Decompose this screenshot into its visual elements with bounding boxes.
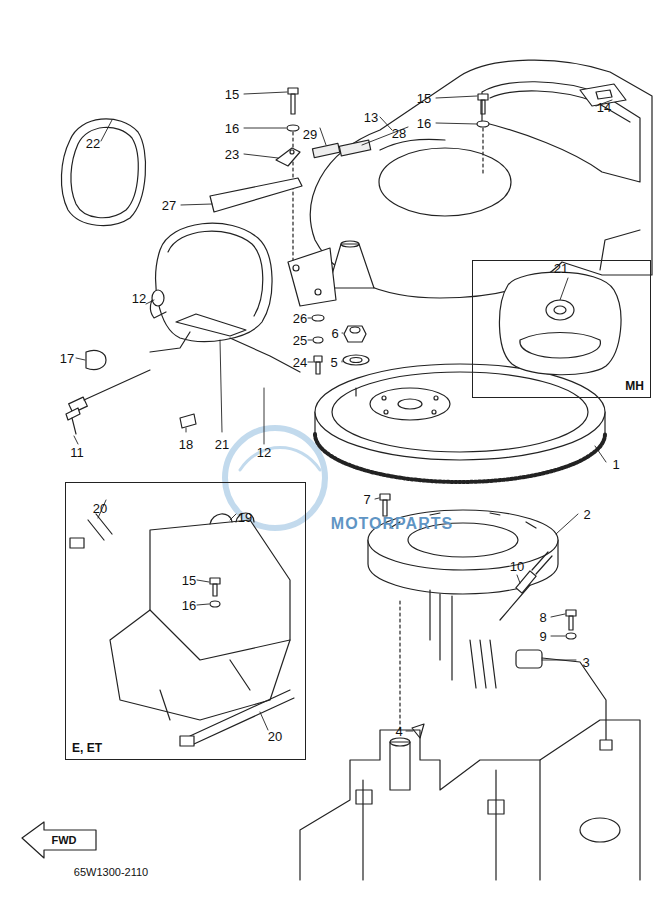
inset-label: MH: [625, 379, 644, 393]
leader-lines: [74, 92, 612, 731]
bracket-19: [70, 513, 294, 746]
callout-number: 24: [292, 355, 308, 370]
key-4: [412, 724, 424, 738]
callout-number: 7: [362, 492, 371, 507]
callout-number: 29: [302, 127, 318, 142]
callout-number: 8: [538, 610, 547, 625]
callout-number: 16: [224, 121, 240, 136]
callout-number: 25: [292, 333, 308, 348]
callout-number: 12: [131, 291, 147, 306]
callout-number: 12: [256, 445, 272, 460]
callout-number: 19: [237, 510, 253, 525]
callout-number: 20: [267, 729, 283, 744]
callout-number: 15: [416, 91, 432, 106]
clip-23: [210, 148, 302, 212]
flywheel-1: [315, 364, 605, 482]
callout-number: 13: [363, 110, 379, 125]
flywheel-cover: [288, 60, 652, 306]
callout-number: 6: [330, 326, 339, 341]
watermark-text: MOTORPARTS: [330, 516, 454, 531]
callout-number: 4: [394, 724, 403, 739]
fwd-text: FWD: [50, 833, 77, 848]
callout-number: 18: [178, 437, 194, 452]
callout-number: 11: [69, 445, 85, 460]
callout-number: 17: [59, 351, 75, 366]
callout-number: 16: [181, 598, 197, 613]
fwd-arrow: [22, 822, 96, 858]
inset-frame: E, ET: [65, 482, 306, 760]
callout-number: 15: [181, 573, 197, 588]
fasteners: [312, 315, 369, 374]
callout-number: 15: [224, 87, 240, 102]
figure-code: 65W1300-2110: [73, 865, 149, 880]
callout-number: 1: [611, 457, 620, 472]
watermark-logo: [225, 428, 325, 528]
small-parts: [66, 350, 196, 434]
callout-number: 28: [391, 126, 407, 141]
callout-number: 16: [416, 116, 432, 131]
inset-frame: MH: [472, 260, 651, 398]
callout-number: 3: [581, 655, 590, 670]
leads: [470, 552, 612, 750]
callout-number: 21: [214, 437, 230, 452]
inset-label: E, ET: [72, 741, 102, 755]
callout-number: 2: [582, 507, 591, 522]
silencer-21: [150, 223, 300, 372]
callout-number: 20: [92, 501, 108, 516]
mh-silencer: [499, 272, 621, 375]
callout-number: 23: [224, 147, 240, 162]
bolts: [287, 88, 489, 260]
callout-number: 26: [292, 311, 308, 326]
bolt-7: [380, 494, 390, 516]
callout-number: 22: [85, 136, 101, 151]
callout-number: 5: [329, 355, 338, 370]
engine-block: [300, 600, 640, 880]
callout-number: 14: [596, 100, 612, 115]
callout-number: 10: [509, 559, 525, 574]
callout-number: 27: [161, 198, 177, 213]
gasket-22: [61, 119, 145, 226]
callout-number: 9: [538, 629, 547, 644]
callout-number: 21: [553, 261, 569, 276]
stator-2: [368, 510, 558, 680]
